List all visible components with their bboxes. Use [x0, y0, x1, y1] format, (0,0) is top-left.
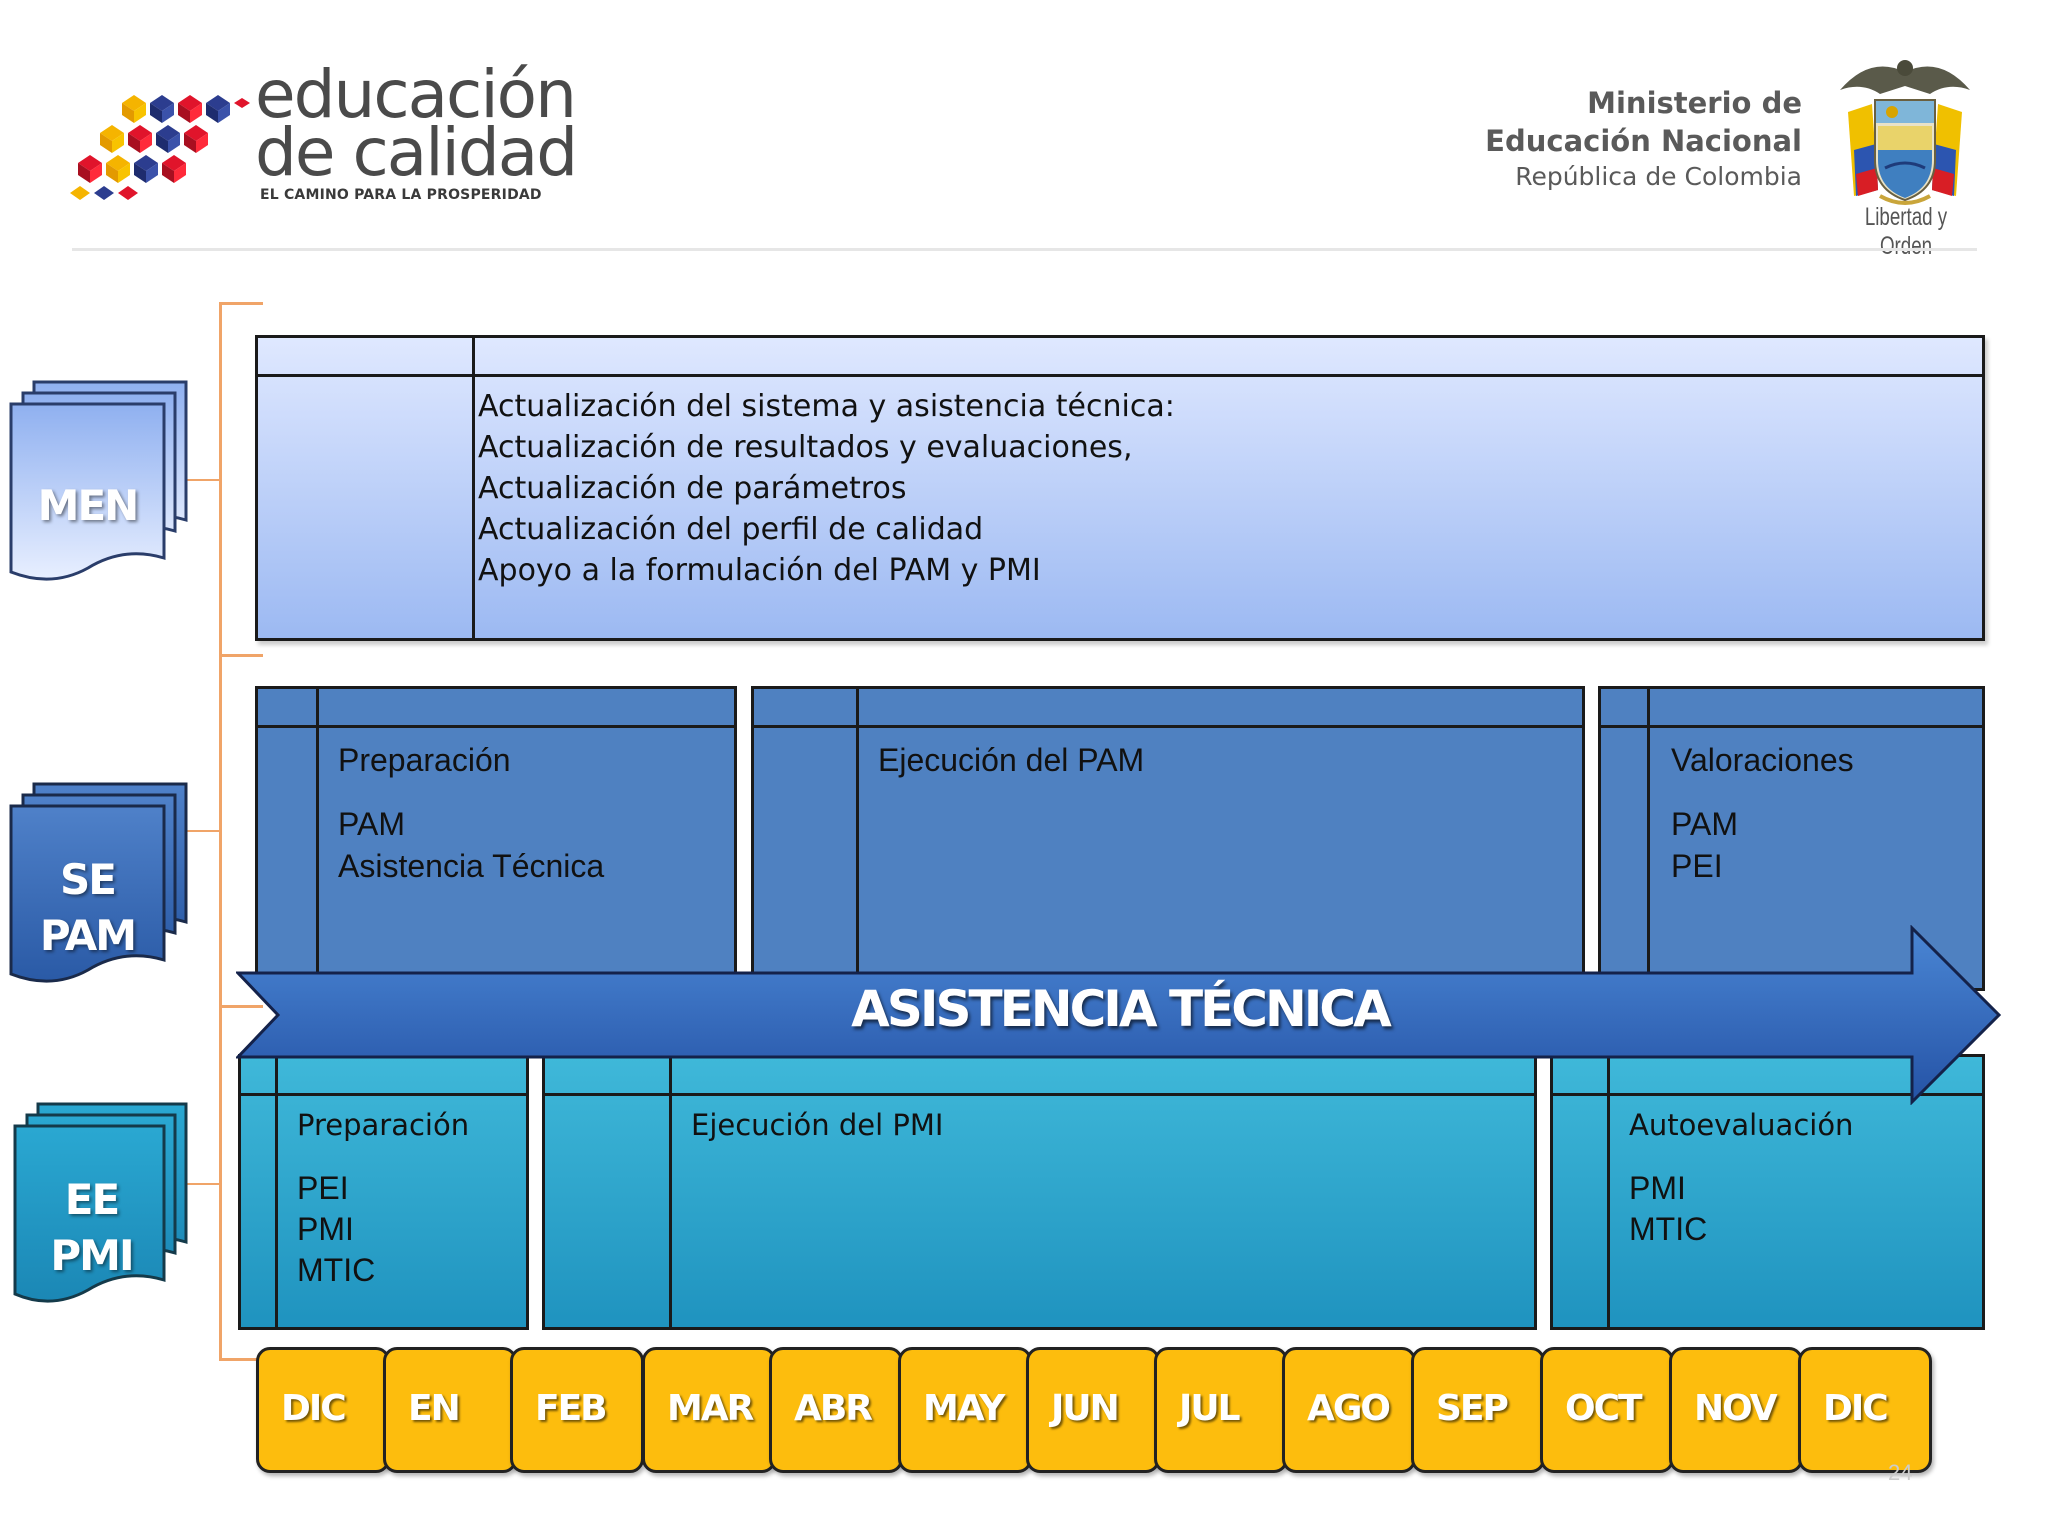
month-timeline: DIC EN FEB MAR ABR MAY JUN JUL AGO SEP O… [256, 1347, 1936, 1475]
panel-title: Ejecución del PAM [878, 742, 1145, 778]
pmi-label: PMI [50, 1231, 134, 1280]
cubes-logo-icon [70, 95, 250, 200]
month-box: SEP [1411, 1347, 1545, 1473]
bracket-tick [219, 1005, 263, 1008]
panel-title: Ejecución del PMI [691, 1108, 944, 1142]
panel-item: PMI [1629, 1170, 1686, 1206]
header-divider [72, 248, 1977, 251]
month-box: JUL [1154, 1347, 1288, 1473]
panel-item: MTIC [297, 1252, 376, 1288]
se-label: SE [60, 855, 117, 904]
ee-label: EE [64, 1175, 120, 1224]
brand-line-1: educación [255, 56, 577, 133]
month-box: AGO [1282, 1347, 1416, 1473]
panel-item: PMI [297, 1211, 354, 1247]
panel-title: Preparación [338, 742, 511, 778]
panel-item: Asistencia Técnica [338, 848, 605, 884]
panel-item: PEI [297, 1170, 349, 1206]
bracket-link [172, 1183, 220, 1185]
asistencia-tecnica-arrow-icon [236, 925, 2002, 1105]
ministry-line-1: Ministerio de [1587, 86, 1802, 120]
page-number: 24 [1888, 1460, 1913, 1485]
men-line: Actualización de parámetros [478, 471, 907, 506]
panel-item: MTIC [1629, 1211, 1708, 1247]
coat-of-arms-icon [1840, 60, 1970, 205]
men-line: Actualización del sistema y asistencia t… [478, 389, 1175, 424]
month-box: ABR [769, 1347, 903, 1473]
panel-item: PAM [1671, 806, 1738, 842]
month-box: NOV [1669, 1347, 1803, 1473]
pam-label: PAM [39, 911, 137, 960]
pam-panel-ejecucion: Ejecución del PAM [751, 686, 1585, 991]
men-panel-text: Actualización del sistema y asistencia t… [478, 386, 1175, 591]
pmi-panel-ejecucion: Ejecución del PMI [542, 1054, 1537, 1330]
document-stack-icon [9, 380, 188, 581]
panel-item: PAM [338, 806, 405, 842]
month-box: MAY [898, 1347, 1032, 1473]
men-document-stack: MEN [6, 380, 196, 600]
ee-document-stack: EE PMI [10, 1102, 200, 1322]
men-panel: Actualización del sistema y asistencia t… [255, 335, 1985, 641]
document-stack-icon [9, 782, 188, 983]
month-box: EN [383, 1347, 517, 1473]
brand-line-2: de calidad [255, 114, 578, 191]
men-label: MEN [37, 481, 140, 530]
ministry-name: Ministerio de Educación Nacional Repúbli… [1485, 84, 1802, 194]
ministry-line-3: República de Colombia [1515, 162, 1802, 191]
pmi-panel-preparacion: Preparación PEI PMI MTIC [238, 1054, 529, 1330]
bracket-tick [219, 302, 263, 305]
panel-title: Autoevaluación [1629, 1108, 1854, 1142]
educacion-de-calidad-logo: educación de calidad EL CAMINO PARA LA P… [70, 60, 590, 210]
month-box: DIC [1798, 1347, 1932, 1473]
brand-tagline: EL CAMINO PARA LA PROSPERIDAD [260, 187, 542, 203]
bracket-vertical [219, 302, 222, 1360]
month-box: OCT [1540, 1347, 1674, 1473]
bracket-link [172, 830, 220, 832]
month-box: DIC [256, 1347, 390, 1473]
month-box: FEB [510, 1347, 644, 1473]
panel-item: PEI [1671, 848, 1723, 884]
month-box: JUN [1026, 1347, 1160, 1473]
bracket-link [172, 479, 220, 481]
se-document-stack: SE PAM [6, 782, 196, 1002]
men-line: Actualización de resultados y evaluacion… [478, 430, 1133, 465]
seal-motto: Libertad y Orden [1864, 203, 1948, 260]
ministry-line-2: Educación Nacional [1485, 124, 1802, 158]
panel-title: Valoraciones [1671, 742, 1854, 778]
document-stack-icon [13, 1102, 188, 1303]
bracket-tick [219, 1358, 263, 1361]
men-line: Actualización del perfil de calidad [478, 512, 984, 547]
men-line: Apoyo a la formulación del PAM y PMI [478, 553, 1041, 588]
panel-title: Preparación [297, 1108, 470, 1142]
bracket-tick [219, 654, 263, 657]
month-box: MAR [642, 1347, 776, 1473]
arrow-label: ASISTENCIA TÉCNICA [851, 980, 1392, 1038]
